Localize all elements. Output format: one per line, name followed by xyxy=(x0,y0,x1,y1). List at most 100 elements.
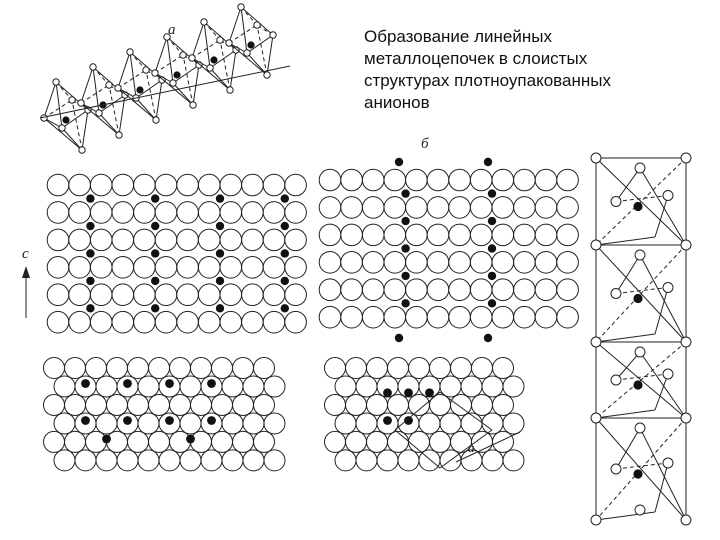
anion-atom xyxy=(634,249,646,261)
octahedron-edge xyxy=(639,427,687,521)
metal-atom xyxy=(487,244,497,253)
metal-atom xyxy=(210,56,218,64)
anion-atom xyxy=(610,374,622,386)
anion-atom xyxy=(426,250,450,274)
octahedron-hidden-edge xyxy=(595,417,687,521)
octahedra-chain-top xyxy=(39,3,291,154)
anion-atom xyxy=(237,3,245,11)
metal-atom xyxy=(487,216,497,226)
anion-atom xyxy=(387,430,409,453)
anion-atom xyxy=(426,196,450,219)
anion-atom xyxy=(176,255,199,279)
label-b: б xyxy=(421,136,429,152)
octahedron-edge xyxy=(595,417,687,521)
anion-atom xyxy=(590,514,602,526)
anion-atom xyxy=(95,375,118,398)
anion-atom xyxy=(590,152,602,164)
anion-atom xyxy=(513,168,536,192)
octahedron-hidden-edge xyxy=(256,24,268,76)
anion-atom xyxy=(513,223,536,247)
metal-atom xyxy=(81,416,90,425)
metal-atom xyxy=(404,388,413,398)
anion-atom xyxy=(481,412,504,435)
anion-atom xyxy=(77,99,85,107)
anion-atom xyxy=(366,430,388,453)
anion-atom xyxy=(469,278,493,302)
anion-atom xyxy=(111,173,135,197)
anion-atom xyxy=(284,173,307,197)
anion-atom xyxy=(556,305,579,329)
anion-atom xyxy=(340,168,363,192)
slide-title: Образование линейных металлоцепочек в сл… xyxy=(364,27,611,112)
metal-atom xyxy=(483,333,493,343)
metal-atom xyxy=(62,116,70,124)
anion-atom xyxy=(133,201,156,224)
anion-atom xyxy=(190,393,212,416)
metal-atom xyxy=(394,157,404,167)
anion-atom xyxy=(226,86,234,94)
anion-atom xyxy=(361,223,385,247)
anion-atom xyxy=(211,393,233,416)
anion-atom xyxy=(502,375,525,398)
anion-atom xyxy=(263,375,286,398)
anion-atom xyxy=(481,449,504,472)
metal-atom xyxy=(86,276,95,286)
anion-atom xyxy=(680,336,692,348)
octahedron-edge xyxy=(595,511,656,521)
anion-atom xyxy=(318,168,342,192)
anion-atom xyxy=(680,514,692,526)
anion-atom xyxy=(318,250,342,274)
anion-atom xyxy=(662,457,674,469)
anion-atom xyxy=(340,196,363,219)
anion-atom xyxy=(89,228,113,252)
octahedron-edge xyxy=(654,287,669,335)
anion-atom xyxy=(53,412,76,435)
anion-atom xyxy=(225,39,233,47)
anion-atom xyxy=(408,357,430,379)
anion-atom xyxy=(334,412,357,435)
anion-atom xyxy=(197,228,221,252)
metal-atom xyxy=(186,434,195,444)
anion-atom xyxy=(340,278,363,302)
anion-atom xyxy=(154,173,178,197)
anion-atom xyxy=(89,255,113,279)
anion-atom xyxy=(176,228,199,252)
octahedron-edge xyxy=(615,254,641,294)
anion-atom xyxy=(241,255,264,279)
anion-atom xyxy=(634,422,646,434)
anion-atom xyxy=(448,196,471,219)
octahedron-edge xyxy=(595,333,656,343)
octahedron-edge xyxy=(654,195,669,238)
anion-atom xyxy=(68,283,91,307)
anion-atom xyxy=(469,168,493,192)
anion-atom xyxy=(408,393,430,416)
octahedron-edge xyxy=(192,64,200,106)
metal-atom xyxy=(136,86,144,94)
octahedron-edge xyxy=(55,81,63,129)
octahedron-edge xyxy=(80,66,94,104)
anion-atom xyxy=(188,54,196,62)
anion-atom xyxy=(241,201,264,224)
anion-atom xyxy=(534,250,558,274)
label-a-small: а xyxy=(468,440,475,455)
octahedron-hidden-edge xyxy=(71,99,83,151)
anion-atom xyxy=(169,357,191,379)
anion-atom xyxy=(68,228,91,252)
metal-atom xyxy=(207,416,216,425)
anion-atom xyxy=(387,393,409,416)
anion-atom xyxy=(513,278,536,302)
octahedron-edge xyxy=(98,112,120,136)
anion-atom xyxy=(58,124,66,132)
anion-atom xyxy=(68,201,91,224)
anion-atom xyxy=(361,168,385,192)
anion-atom xyxy=(492,357,514,379)
anion-atom xyxy=(78,146,86,154)
octahedron-edge xyxy=(98,94,126,114)
anion-atom xyxy=(148,393,170,416)
octahedron-edge xyxy=(135,79,163,99)
anion-atom xyxy=(383,223,407,247)
anion-atom xyxy=(169,393,191,416)
anion-atom xyxy=(116,449,139,472)
layer-grid-left-top xyxy=(46,173,307,334)
octahedron-edge xyxy=(154,36,168,74)
